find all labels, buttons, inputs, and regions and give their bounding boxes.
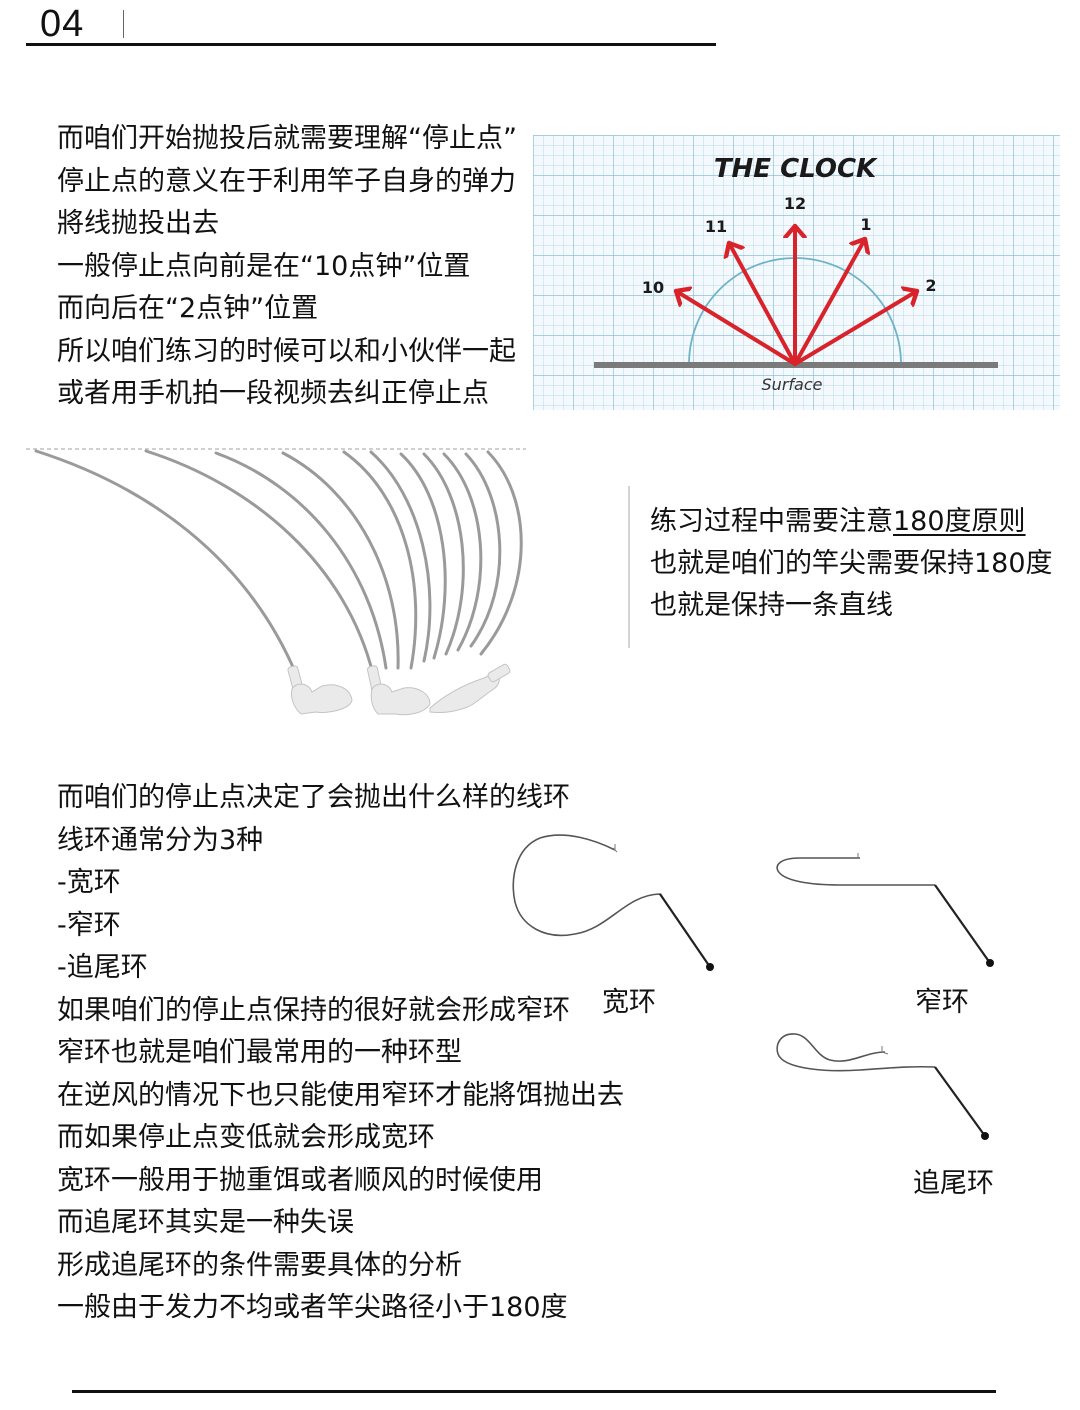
loops-line: 在逆风的情况下也只能使用窄环才能將饵抛出去 — [57, 1079, 624, 1111]
wide-loop-diagram — [505, 830, 725, 980]
surface-label: Surface — [762, 375, 823, 394]
page-number: 04 — [40, 3, 85, 45]
loops-line: 线环通常分为3种 — [57, 824, 264, 856]
clock-label-10: 10 — [642, 278, 664, 297]
principle-paragraph: 练习过程中需要注意180度原则 也就是咱们的竿尖需要保持180度 也就是保持一条… — [650, 501, 1053, 627]
rod-side-divider — [628, 486, 630, 648]
loops-line: 而咱们的停止点决定了会抛出什么样的线环 — [57, 782, 570, 813]
clock-label-2: 2 — [925, 276, 936, 295]
loops-line: -宽环 — [57, 867, 121, 898]
clock-arrows — [676, 226, 917, 366]
clock-label-1: 1 — [860, 215, 871, 234]
principle-line-2: 也就是咱们的竿尖需要保持180度 — [650, 548, 1053, 579]
intro-line: 而咱们开始抛投后就需要理解“停止点” — [57, 123, 517, 154]
intro-line: 所以咱们练习的时候可以和小伙伴一起 — [57, 335, 516, 367]
principle-180-highlight: 180度原则 — [893, 506, 1026, 537]
loops-line: 如果咱们的停止点保持的很好就会形成窄环 — [57, 994, 570, 1026]
rod-bend-illustration — [26, 446, 626, 718]
intro-line: 將线抛投出去 — [57, 208, 219, 239]
intro-line: 一般停止点向前是在“10点钟”位置 — [57, 250, 471, 282]
arrow-1 — [793, 239, 865, 366]
arrow-11 — [729, 243, 797, 366]
principle-line-3: 也就是保持一条直线 — [650, 590, 893, 621]
loops-line: 形成追尾环的条件需要具体的分析 — [57, 1249, 462, 1281]
loops-paragraph: 而咱们的停止点决定了会抛出什么样的线环 线环通常分为3种 -宽环 -窄环 -追尾… — [57, 777, 624, 1330]
loops-line: 宽环一般用于抛重饵或者顺风的时候使用 — [57, 1164, 543, 1196]
header-rule — [26, 43, 716, 46]
loops-line: 窄环也就是咱们最常用的一种环型 — [57, 1037, 462, 1068]
principle-line-1: 练习过程中需要注意180度原则 — [650, 501, 1053, 543]
arrow-2 — [793, 291, 917, 366]
loops-line: 而如果停止点变低就会形成宽环 — [57, 1122, 435, 1153]
tailing-loop-label: 追尾环 — [913, 1168, 994, 1199]
footer-rule — [72, 1390, 996, 1393]
tailing-loop-diagram — [770, 1030, 1000, 1155]
clock-diagram: THE CLOCK 10 11 12 1 2 Surface — [533, 135, 1060, 410]
loops-line: 一般由于发力不均或者竿尖路径小于180度 — [57, 1292, 568, 1323]
loops-line: -窄环 — [57, 909, 121, 941]
principle-prefix: 练习过程中需要注意 — [650, 506, 893, 537]
intro-line: 或者用手机拍一段视频去纠正停止点 — [57, 378, 489, 409]
wide-loop-label: 宽环 — [602, 987, 656, 1018]
narrow-loop-label: 窄环 — [915, 987, 969, 1018]
arrow-10 — [676, 291, 797, 366]
loops-line: -追尾环 — [57, 952, 148, 983]
header-divider — [123, 10, 124, 38]
intro-line: 而向后在“2点钟”位置 — [57, 293, 319, 324]
loops-line: 而追尾环其实是一种失误 — [57, 1207, 354, 1238]
clock-label-11: 11 — [705, 217, 727, 236]
intro-paragraph: 而咱们开始抛投后就需要理解“停止点” 停止点的意义在于利用竿子自身的弹力 將线抛… — [57, 118, 517, 416]
clock-label-12: 12 — [784, 194, 806, 213]
intro-line: 停止点的意义在于利用竿子自身的弹力 — [57, 165, 516, 197]
clock-title: THE CLOCK — [714, 154, 878, 184]
narrow-loop-diagram — [770, 845, 1000, 975]
